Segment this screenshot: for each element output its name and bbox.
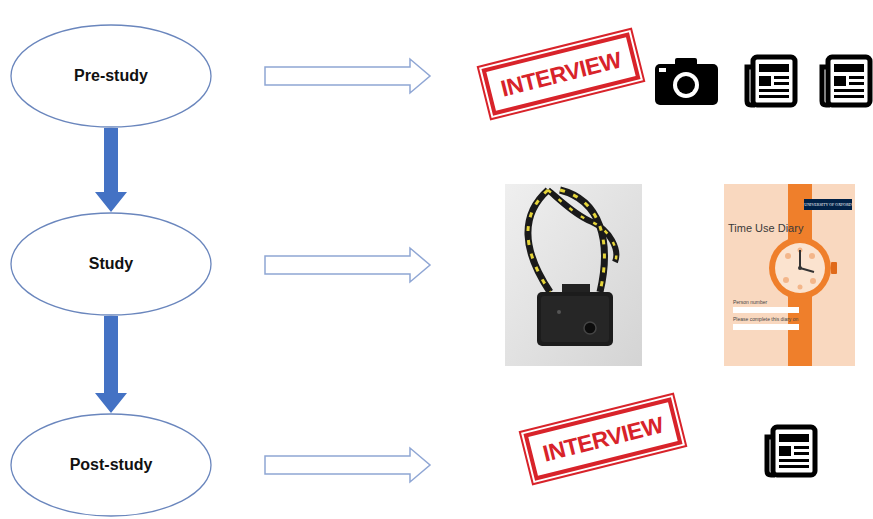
ellipse-shape [11,213,211,315]
diary-field: Please complete this diary on [733,316,803,323]
time-use-diary-cover [724,184,855,366]
newspaper-icon [747,57,795,105]
interview-stamp: INTERVIEW [481,32,640,115]
stage-ellipse: Study [10,212,212,316]
ellipse-shape [11,414,211,516]
interview-stamp: INTERVIEW [523,397,682,480]
newspaper-icon [767,427,815,475]
hollow-arrow [265,448,430,482]
flow-arrow [95,128,127,212]
flow-arrow [95,316,127,413]
hollow-arrows [265,59,430,482]
camera-icon [655,58,718,105]
hollow-arrow [265,248,430,282]
diary-title: Time Use Diary [728,222,808,236]
diary-field: Person number [733,299,803,306]
stage-ellipse: Post-study [10,413,212,517]
hollow-arrow [265,59,430,93]
ellipse-shape [11,25,211,127]
university-logo: UNIVERSITY OF OXFORD [804,199,852,210]
wearable-camera-photo [505,184,642,366]
stage-label: Study [10,212,212,316]
stage-ellipse: Pre-study [10,24,212,128]
stage-label: Pre-study [10,24,212,128]
newspaper-icon [822,57,870,105]
stage-label: Post-study [10,413,212,517]
